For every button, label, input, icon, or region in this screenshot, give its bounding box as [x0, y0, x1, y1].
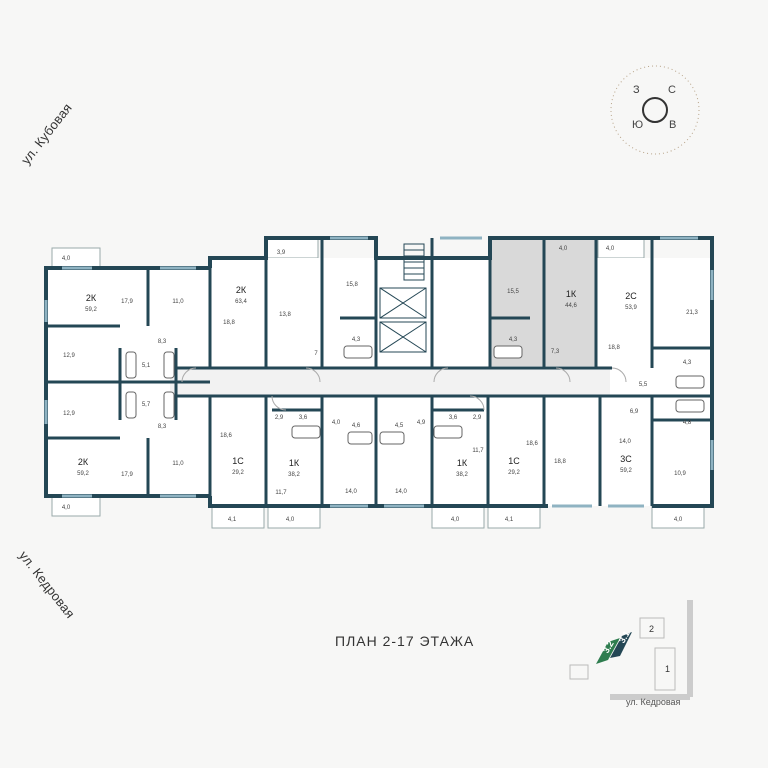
room-area: 4,8: [682, 420, 692, 426]
site-street-label: ул. Кедровая: [626, 697, 681, 707]
plan-title: ПЛАН 2-17 ЭТАЖА: [335, 633, 475, 649]
bathtubs: [125, 345, 705, 445]
corridor: [170, 368, 610, 396]
room-area: 11,0: [172, 299, 184, 305]
apartment-area: 59,2: [85, 307, 97, 313]
room-area: 18,8: [223, 320, 235, 326]
site-plan: [569, 600, 693, 700]
compass-north: С: [668, 84, 676, 96]
room-area: 4,9: [416, 420, 426, 426]
building-1: 1: [665, 664, 671, 674]
apartment-area: 44,6: [565, 303, 577, 309]
room-area: 18,8: [554, 459, 566, 465]
room-area: 5,1: [141, 363, 151, 369]
site-highlight-buildings: [596, 632, 632, 664]
room-area: 18,8: [608, 345, 620, 351]
room-area: 17,9: [121, 472, 133, 478]
apartment-type: 1К: [288, 458, 300, 468]
apartment-type: 1С: [508, 456, 520, 466]
room-area: 5,5: [638, 382, 648, 388]
room-area: 3,6: [448, 415, 458, 421]
room-area: 4,3: [682, 360, 692, 366]
room-area: 4,5: [394, 423, 404, 429]
apartment-type: 1К: [456, 458, 468, 468]
apartment-type: 3С: [620, 454, 632, 464]
room-area: 4,0: [61, 505, 71, 511]
compass-east: В: [669, 119, 677, 131]
apartment-type: 1С: [232, 456, 244, 466]
room-area: 10,9: [674, 471, 686, 477]
room-area: 7: [314, 351, 318, 357]
room-area: 4,1: [227, 517, 237, 523]
room-area: 5,7: [141, 402, 151, 408]
room-area: 11,7: [275, 490, 287, 496]
room-area: 4,0: [285, 517, 295, 523]
apartment-area: 59,2: [77, 471, 89, 477]
room-area: 21,3: [686, 310, 698, 316]
apartment-type: 2К: [77, 457, 89, 467]
room-area: 15,5: [507, 289, 519, 295]
room-area: 4,0: [558, 246, 568, 252]
apartment-type: 1К: [565, 289, 577, 299]
apartment-area: 29,2: [508, 470, 520, 476]
building-2: 2: [649, 624, 655, 634]
room-area: 14,0: [345, 489, 357, 495]
building-3-2: 3.2: [600, 639, 616, 655]
apartment-area: 29,2: [232, 470, 244, 476]
room-area: 3,9: [276, 250, 286, 256]
room-area: 14,0: [395, 489, 407, 495]
room-area: 11,7: [472, 448, 484, 454]
room-area: 2,9: [274, 415, 284, 421]
apartment-area: 53,9: [625, 305, 637, 311]
room-area: 11,0: [172, 461, 184, 467]
room-area: 7,3: [550, 349, 560, 355]
compass-ring: [610, 65, 700, 155]
room-area: 8,3: [157, 339, 167, 345]
windows: [44, 236, 714, 508]
site-map: 3.2 3.1 2 1 ул. Кедровая: [540, 590, 700, 712]
core: [379, 243, 427, 353]
compass: З С Ю В: [605, 60, 705, 160]
building-3-1: 3.1: [616, 629, 632, 645]
room-area: 8,3: [157, 424, 167, 430]
apartment-area: 59,2: [620, 468, 632, 474]
room-area: 18,6: [220, 433, 232, 439]
room-area: 4,0: [61, 256, 71, 262]
room-area: 14,0: [619, 439, 631, 445]
compass-west: З: [633, 84, 640, 96]
room-area: 12,9: [63, 353, 75, 359]
room-area: 4,1: [504, 517, 514, 523]
room-area: 6,9: [629, 409, 639, 415]
room-area: 12,9: [63, 411, 75, 417]
room-area: 4,6: [351, 423, 361, 429]
room-area: 3,6: [298, 415, 308, 421]
doors: [181, 367, 627, 411]
room-area: 4,0: [331, 420, 341, 426]
room-area: 13,8: [279, 312, 291, 318]
inner-walls: [46, 238, 712, 506]
apartment-type: 2К: [85, 293, 97, 303]
room-area: 15,8: [346, 282, 358, 288]
room-area: 4,3: [508, 337, 518, 343]
room-area: 4,0: [605, 246, 615, 252]
room-area: 4,3: [351, 337, 361, 343]
compass-south: Ю: [632, 119, 644, 131]
room-area: 17,9: [121, 299, 133, 305]
apartment-type: 2К: [235, 285, 247, 295]
apartment-area: 38,2: [456, 472, 468, 478]
room-area: 18,6: [526, 441, 538, 447]
apartment-area: 38,2: [288, 472, 300, 478]
room-area: 4,0: [673, 517, 683, 523]
apartment-type: 2С: [625, 291, 637, 301]
apartment-area: 63,4: [235, 299, 247, 305]
room-area: 2,9: [472, 415, 482, 421]
room-area: 4,0: [450, 517, 460, 523]
